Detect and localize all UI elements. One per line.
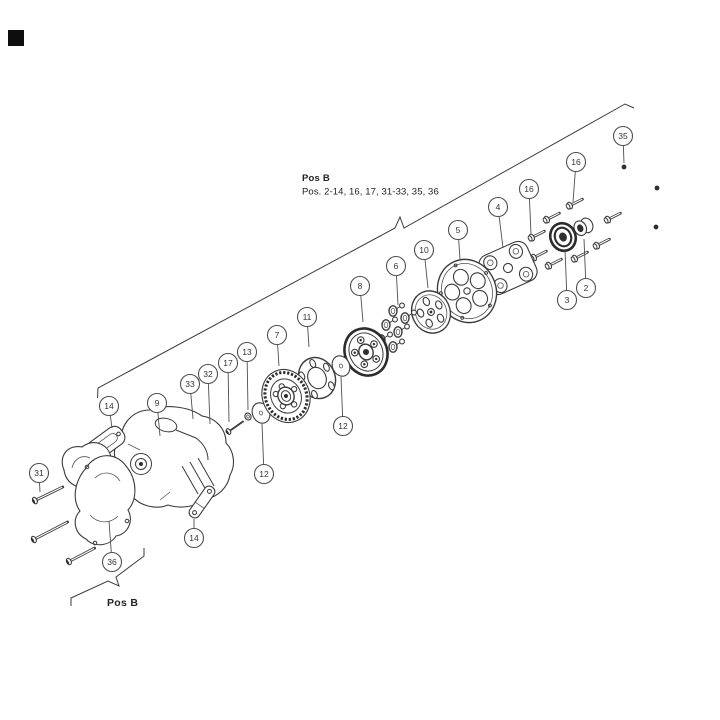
balloon-17: 17 [217, 352, 239, 374]
balloon-circle-4 [487, 196, 509, 218]
balloon-number-3: 3 [565, 295, 570, 305]
balloon-circle-2 [575, 277, 597, 299]
part-36-shroud [61, 442, 136, 546]
balloon-circle-3 [556, 289, 578, 311]
part-10-plate [410, 290, 452, 334]
balloon-circle-16 [518, 178, 540, 200]
balloon-number-14: 14 [104, 401, 114, 411]
balloon-number-9: 9 [155, 398, 160, 408]
part-3-bearing [548, 221, 578, 253]
balloon-circle-14 [183, 527, 205, 549]
balloon-circle-5 [447, 219, 469, 241]
part-5-disc [436, 258, 498, 324]
part-9-housing [113, 406, 235, 508]
balloon-circle-11 [296, 306, 318, 328]
balloon-31: 31 [28, 462, 50, 484]
balloon-14: 14 [98, 395, 120, 417]
balloon-6: 6 [385, 255, 407, 277]
balloon-13: 13 [236, 341, 258, 363]
frame-lines [70, 103, 635, 606]
balloon-circle-35 [612, 125, 634, 147]
balloon-circle-14 [98, 395, 120, 417]
balloon-number-12: 12 [338, 421, 348, 431]
balloon-circle-17 [217, 352, 239, 374]
balloon-number-2: 2 [584, 283, 589, 293]
balloon-number-36: 36 [107, 557, 117, 567]
balloon-3: 3 [556, 289, 578, 311]
balloon-number-5: 5 [456, 225, 461, 235]
balloon-7: 7 [266, 324, 288, 346]
balloon-number-17: 17 [223, 358, 233, 368]
balloon-14: 14 [183, 527, 205, 549]
balloon-circle-32 [197, 363, 219, 385]
part-8-rotor [343, 327, 389, 377]
balloon-number-6: 6 [394, 261, 399, 271]
balloon-circle-12 [332, 415, 354, 437]
parts-artwork [30, 164, 660, 566]
balloon-circle-36 [101, 551, 123, 573]
balloon-number-35: 35 [618, 131, 628, 141]
part-4-coupling-flange [478, 240, 538, 296]
balloon-36: 36 [101, 551, 123, 573]
group-note-title: Pos B [302, 173, 330, 184]
part-13-washer [244, 412, 252, 421]
bottom-group-label: Pos B [107, 597, 138, 609]
balloon-12: 12 [253, 463, 275, 485]
balloon-circle-7 [266, 324, 288, 346]
balloon-33: 33 [179, 373, 201, 395]
balloon-number-14: 14 [189, 533, 199, 543]
balloon-4: 4 [487, 196, 509, 218]
balloon-2: 2 [575, 277, 597, 299]
balloon-number-4: 4 [496, 202, 501, 212]
balloon-number-13: 13 [242, 347, 252, 357]
balloon-32: 32 [197, 363, 219, 385]
balloon-number-8: 8 [358, 281, 363, 291]
balloon-circle-9 [146, 392, 168, 414]
balloon-circle-13 [236, 341, 258, 363]
balloon-layer: 35 16 16 4 5 10 6 8 11 7 13 17 32 33 9 14 31 12 12 36 14 2 3 [28, 125, 634, 573]
balloon-35: 35 [612, 125, 634, 147]
balloon-circle-16 [565, 151, 587, 173]
balloon-circle-33 [179, 373, 201, 395]
balloon-number-31: 31 [34, 468, 44, 478]
part-11-slotted-ring [297, 356, 337, 400]
balloon-11: 11 [296, 306, 318, 328]
balloon-10: 10 [413, 239, 435, 261]
corner-artifact-square [8, 30, 24, 46]
part-14-bracket-bottom [188, 485, 216, 519]
part-31-long-bolts [30, 485, 97, 566]
balloon-16: 16 [565, 151, 587, 173]
balloon-circle-8 [349, 275, 371, 297]
balloon-5: 5 [447, 219, 469, 241]
part-35-nuts [621, 164, 660, 230]
balloon-number-7: 7 [275, 330, 280, 340]
balloon-circle-12 [253, 463, 275, 485]
balloon-number-32: 32 [203, 369, 213, 379]
balloon-number-16: 16 [571, 157, 581, 167]
balloon-9: 9 [146, 392, 168, 414]
balloon-16: 16 [518, 178, 540, 200]
diagonal-break-line [97, 103, 635, 399]
balloon-number-11: 11 [303, 312, 312, 322]
part-7-clutch-disc [261, 368, 311, 424]
balloon-8: 8 [349, 275, 371, 297]
balloon-number-33: 33 [185, 379, 195, 389]
part-17-screw [225, 420, 244, 435]
group-note-items: Pos. 2-14, 16, 17, 31-33, 35, 36 [302, 187, 439, 198]
balloon-number-10: 10 [419, 245, 429, 255]
balloon-number-12: 12 [259, 469, 269, 479]
part-2-bushing [573, 217, 594, 237]
bottom-group-brace [70, 548, 145, 606]
balloon-number-16: 16 [524, 184, 534, 194]
balloon-circle-10 [413, 239, 435, 261]
balloon-12: 12 [332, 415, 354, 437]
balloon-circle-31 [28, 462, 50, 484]
balloon-circle-6 [385, 255, 407, 277]
